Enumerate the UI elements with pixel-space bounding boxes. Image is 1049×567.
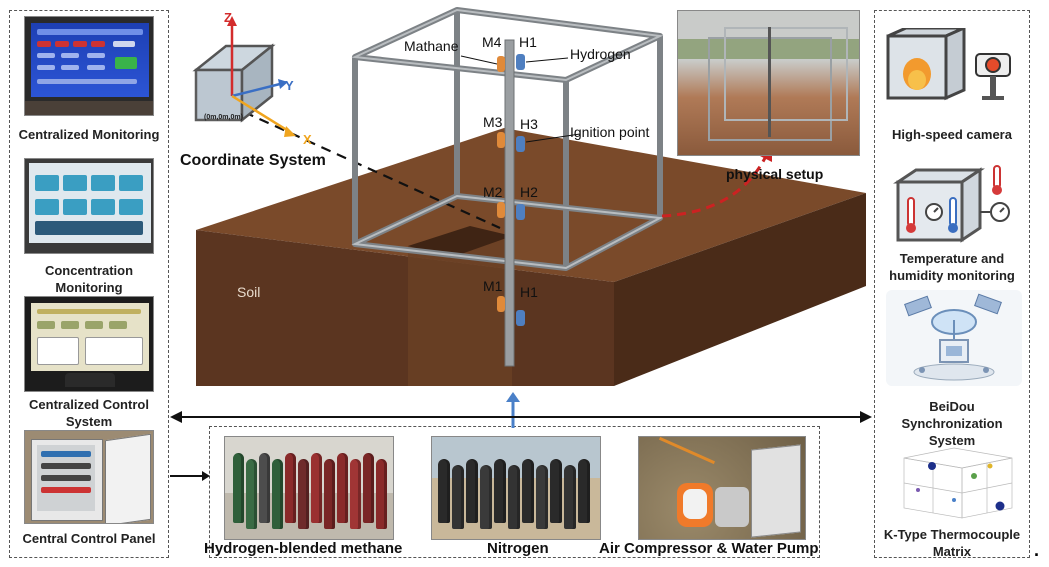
physical-setup-arrow — [661, 151, 770, 218]
beidou-label-line3: System — [928, 433, 976, 448]
coordinate-origin-label: (0m,0m,0m) — [204, 114, 243, 121]
sensor-h2 — [516, 204, 525, 220]
centralized-control-system-photo — [24, 296, 154, 392]
gas-cylinder — [298, 459, 309, 529]
gas-cylinder — [324, 459, 335, 529]
physical-setup-photo — [677, 10, 860, 156]
centralized-control-system-label-line1: Centralized Control — [29, 397, 149, 412]
gas-cylinder — [337, 453, 348, 523]
hydrogen-blended-methane-photo — [224, 436, 394, 540]
sensor-h1-top — [516, 54, 525, 70]
central-control-panel-photo — [24, 430, 154, 524]
soil-right-face — [614, 193, 866, 386]
high-speed-camera-icon — [886, 28, 1011, 101]
left-panel — [9, 10, 169, 558]
central-control-panel-label: Central Control Panel — [22, 531, 156, 546]
beidou-label: BeiDou Synchronization System — [876, 398, 1028, 449]
gas-cylinder — [272, 459, 283, 529]
thermocouple-matrix-label: K-Type Thermocouple Matrix — [876, 526, 1028, 560]
temperature-humidity-label-line2: humidity monitoring — [889, 268, 1015, 283]
gas-cylinder — [550, 459, 562, 523]
temperature-humidity-label: Temperature and humidity monitoring — [876, 250, 1028, 284]
temperature-humidity-label-line1: Temperature and — [899, 251, 1005, 266]
high-speed-camera-label: High-speed camera — [892, 127, 1012, 142]
temperature-humidity-icon — [893, 165, 1010, 243]
nitrogen-photo — [431, 436, 601, 540]
centralized-monitoring-label: Centralized Monitoring — [18, 127, 160, 142]
centralized-control-system-label: Centralized Control System — [10, 396, 168, 430]
right-panel — [874, 10, 1030, 558]
sensor-m3 — [497, 132, 505, 148]
concentration-monitoring-label: Concentration Monitoring — [10, 262, 168, 296]
sensor-h1-top-label: H1 — [519, 34, 537, 50]
hydrogen-annotation: Hydrogen — [570, 46, 631, 62]
sensor-m2-label: M2 — [483, 184, 503, 200]
sensor-m1-label: M1 — [483, 278, 503, 294]
sensor-h3-label: H3 — [520, 116, 538, 132]
gas-cylinder — [259, 453, 270, 523]
gas-cylinder — [363, 453, 374, 523]
air-compressor-label: Air Compressor & Water Pump — [599, 540, 819, 557]
gas-cylinder — [452, 465, 464, 529]
thermocouple-matrix-label-line2: Matrix — [932, 544, 972, 559]
gas-cylinder — [564, 465, 576, 529]
hydrogen-blended-methane-label: Hydrogen-blended methane — [204, 540, 403, 557]
beidou-label-line2: Synchronization — [901, 416, 1003, 431]
gas-cylinder — [522, 459, 534, 523]
sensor-m4-label: M4 — [482, 34, 502, 50]
beidou-satellite-icon — [886, 290, 1022, 386]
sensor-h2-label: H2 — [520, 184, 538, 200]
physical-setup-label: physical setup — [726, 166, 824, 182]
sensor-h3 — [516, 136, 525, 152]
gas-cylinder — [350, 459, 361, 529]
coordinate-x-label: X — [303, 132, 312, 147]
sensor-m1 — [497, 296, 505, 312]
horizontal-double-arrow — [170, 411, 872, 423]
gas-cylinder — [494, 459, 506, 523]
gas-cylinder — [578, 459, 590, 523]
gas-cylinder — [246, 459, 257, 529]
concentration-monitoring-label-line2: Monitoring — [55, 280, 123, 295]
coordinate-y-label: Y — [285, 78, 294, 93]
trailing-period: . — [1034, 540, 1040, 560]
beidou-label-line1: BeiDou — [929, 399, 975, 414]
soil-label: Soil — [237, 284, 261, 300]
gas-cylinder — [376, 459, 387, 529]
concentration-monitoring-label-line1: Concentration — [44, 263, 134, 278]
thermocouple-matrix-plot-icon — [903, 447, 1013, 519]
gas-cylinder — [536, 465, 548, 529]
thermocouple-matrix-label-line1: K-Type Thermocouple — [883, 527, 1021, 542]
gas-cylinder — [466, 459, 478, 523]
left-to-bottom-arrow — [170, 471, 210, 481]
methane-annotation: Mathane — [404, 38, 459, 54]
centralized-monitoring-photo — [24, 16, 154, 116]
gas-cylinder — [438, 459, 450, 523]
gas-cylinder — [233, 453, 244, 523]
sensor-m2 — [497, 202, 505, 218]
gas-cylinder — [480, 465, 492, 529]
sensor-h1-bottom — [516, 310, 525, 326]
sensor-m4 — [497, 56, 505, 72]
coordinate-system-label: Coordinate System — [180, 152, 326, 169]
sensor-m3-label: M3 — [483, 114, 503, 130]
ignition-point-annotation: Ignition point — [570, 124, 650, 140]
coordinate-z-label: Z — [224, 10, 232, 25]
coordinate-system-icon — [192, 16, 296, 137]
gas-cylinder — [285, 453, 296, 523]
gas-cylinder — [311, 453, 322, 523]
air-compressor-photo — [638, 436, 806, 540]
nitrogen-label: Nitrogen — [487, 540, 549, 557]
centralized-control-system-label-line2: System — [65, 414, 113, 429]
experimental-setup-diagram — [192, 7, 866, 428]
concentration-monitoring-photo — [24, 158, 154, 254]
gas-cylinder — [508, 465, 520, 529]
sensor-h1-bottom-label: H1 — [520, 284, 538, 300]
